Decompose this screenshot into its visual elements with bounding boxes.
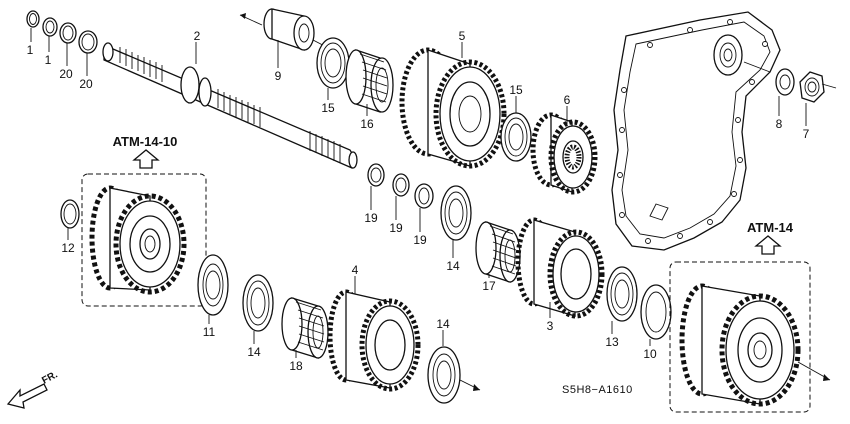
label-p15b: 15: [509, 83, 523, 97]
label-p8: 8: [776, 117, 783, 131]
locknut-7[interactable]: [799, 71, 837, 103]
thrust-washer-14c[interactable]: [427, 346, 481, 404]
label-p13: 13: [605, 335, 619, 349]
thrust-washer-10[interactable]: [640, 284, 672, 340]
label-p4: 4: [352, 263, 359, 277]
label-p3: 3: [547, 319, 554, 333]
label-p1b: 1: [45, 53, 52, 67]
snap-ring-12[interactable]: [60, 199, 80, 229]
snap-ring-1a[interactable]: [26, 10, 40, 28]
label-p16: 16: [360, 117, 374, 131]
clutch-assembly-left[interactable]: [81, 173, 207, 307]
label-p19b: 19: [389, 221, 403, 235]
label-p11: 11: [203, 325, 216, 339]
label-p14c: 14: [436, 317, 450, 331]
thrust-washer-14b[interactable]: [242, 274, 274, 332]
washer-19c[interactable]: [414, 183, 434, 209]
reference-right[interactable]: ATM-14: [747, 220, 794, 235]
label-p1a: 1: [27, 43, 34, 57]
collar-9[interactable]: [239, 8, 341, 55]
front-direction-arrow-icon: FR.: [6, 369, 60, 409]
label-p15a: 15: [321, 101, 335, 115]
part-number-labels: 1 1 20 20 2 9 15 16 5 15 6 8 7 19 19 19 …: [27, 29, 810, 373]
label-p17: 17: [482, 279, 496, 293]
label-p10: 10: [643, 347, 657, 361]
needle-bearing-16[interactable]: [345, 49, 394, 113]
label-p9: 9: [275, 69, 282, 83]
up-arrow-left: [132, 149, 160, 169]
mainshaft-2[interactable]: [102, 42, 358, 169]
clutch-assembly-right[interactable]: [669, 261, 831, 413]
washer-8[interactable]: [775, 68, 795, 96]
needle-bearing-18[interactable]: [281, 297, 329, 359]
label-p12: 12: [61, 241, 75, 255]
label-p6: 6: [564, 93, 571, 107]
gear-3[interactable]: [515, 217, 605, 319]
gear-6[interactable]: [530, 112, 598, 195]
up-arrow-right: [754, 235, 782, 255]
label-p14a: 14: [446, 259, 460, 273]
label-p7: 7: [803, 127, 810, 141]
thrust-washer-15a[interactable]: [316, 37, 350, 89]
label-p20a: 20: [59, 67, 73, 81]
diagram-code: S5H8−A1610: [562, 384, 633, 396]
thrust-washer-14a[interactable]: [440, 185, 472, 241]
label-p19c: 19: [413, 233, 427, 247]
case-gasket[interactable]: [611, 11, 781, 251]
snap-ring-1b[interactable]: [42, 17, 58, 37]
washer-20a[interactable]: [59, 22, 77, 44]
label-p2: 2: [194, 29, 201, 43]
label-p14b: 14: [247, 345, 261, 359]
gear-4[interactable]: [327, 289, 421, 392]
thrust-washer-13[interactable]: [606, 266, 638, 322]
washer-19b[interactable]: [392, 173, 410, 197]
needle-bearing-17[interactable]: [475, 221, 521, 283]
leader-lines: [30, 28, 807, 358]
washer-20b[interactable]: [78, 30, 98, 54]
thrust-washer-15b[interactable]: [500, 112, 532, 162]
thrust-washer-11[interactable]: [197, 254, 229, 316]
reference-left[interactable]: ATM-14-10: [113, 134, 178, 149]
washer-19a[interactable]: [367, 163, 385, 187]
label-p19a: 19: [364, 211, 378, 225]
gear-5[interactable]: [399, 47, 507, 169]
label-p5: 5: [459, 29, 466, 43]
label-p20b: 20: [79, 77, 93, 91]
label-p18: 18: [289, 359, 303, 373]
direction-label: FR.: [40, 369, 60, 386]
